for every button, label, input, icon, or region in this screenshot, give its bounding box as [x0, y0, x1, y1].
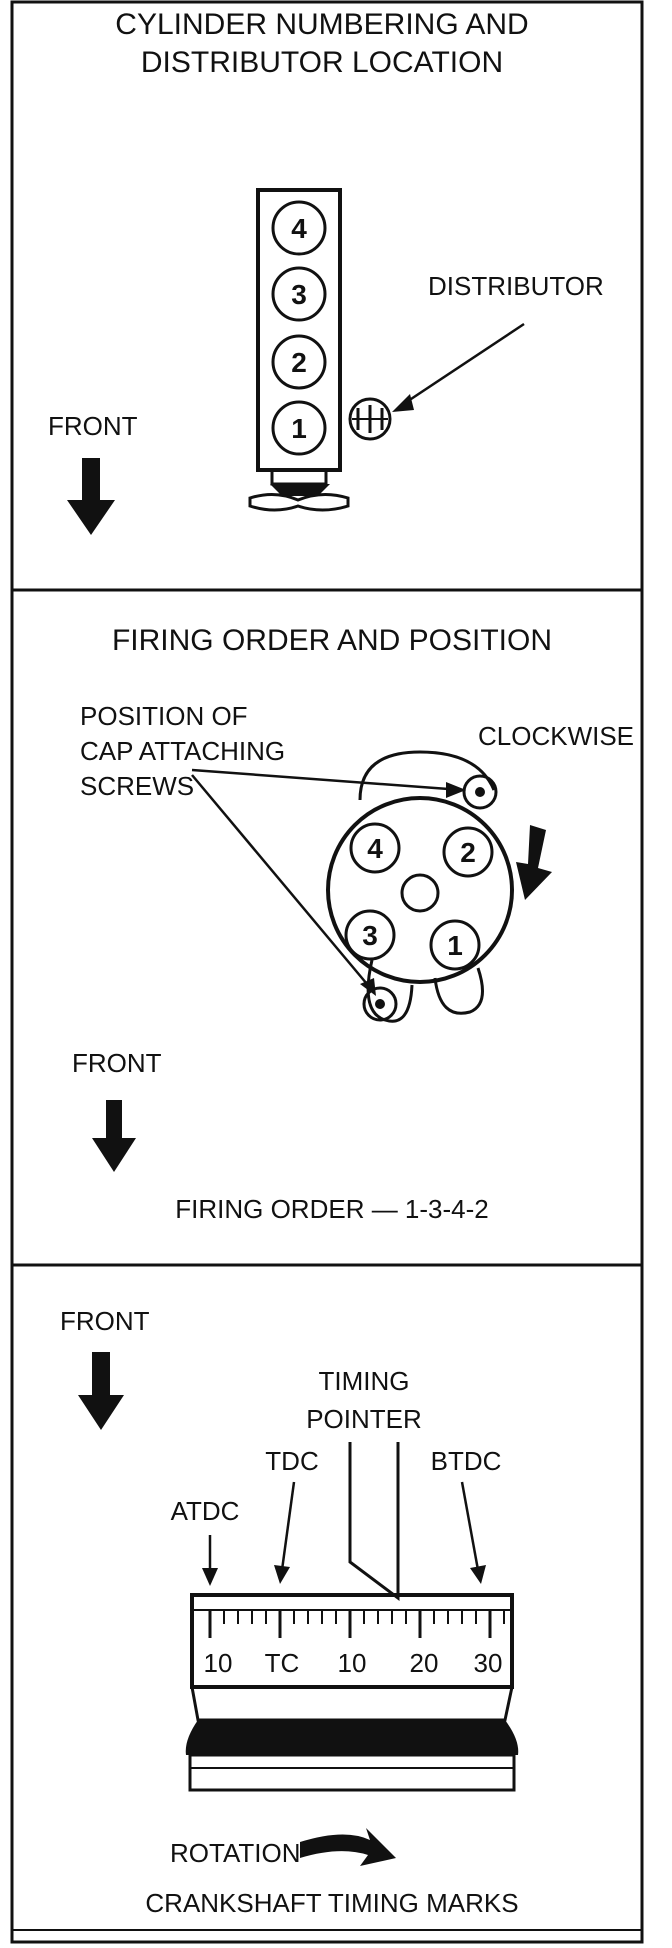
cylinder-3-label: 3 [291, 279, 307, 310]
atdc-label: ATDC [171, 1496, 240, 1526]
timing-pointer-label-line2: POINTER [306, 1404, 422, 1434]
scale-label-10-atdc: 10 [204, 1648, 233, 1678]
tdc-arrow-icon [274, 1481, 296, 1584]
cylinder-2: 2 [271, 334, 327, 390]
cylinder-3: 3 [271, 266, 327, 322]
panel3-front-label: FRONT [60, 1306, 150, 1336]
timing-pointer-label-line1: TIMING [319, 1366, 410, 1396]
panel1-title-line2: DISTRIBUTOR LOCATION [141, 46, 503, 79]
distributor-label: DISTRIBUTOR [428, 271, 604, 301]
panel2-title: FIRING ORDER AND POSITION [112, 624, 552, 657]
cylinder-4: 4 [271, 200, 327, 256]
panel1-title-line1: CYLINDER NUMBERING AND [115, 8, 528, 41]
panel-crankshaft-timing: FRONT TIMING POINTER TDC ATDC BTDC [60, 1306, 519, 1918]
diagram-frame [10, 0, 644, 1944]
cylinder-1-label: 1 [291, 413, 307, 444]
scale-label-20: 20 [410, 1648, 439, 1678]
cylinder-1: 1 [271, 400, 327, 456]
terminal-2-label: 2 [460, 837, 476, 868]
firing-order-label: FIRING ORDER — 1-3-4-2 [175, 1194, 489, 1224]
screws-label-line1: POSITION OF [80, 701, 248, 731]
distributor-cap-icon [326, 750, 514, 1023]
terminal-3: 3 [344, 909, 396, 961]
crankshaft-caption: CRANKSHAFT TIMING MARKS [145, 1888, 518, 1918]
front-arrow-icon [92, 1100, 136, 1172]
clockwise-arrow-icon [516, 825, 552, 900]
screws-label-line3: SCREWS [80, 771, 194, 801]
cylinder-2-label: 2 [291, 347, 307, 378]
front-arrow-icon [78, 1352, 124, 1430]
screw-leader-lines [191, 768, 466, 996]
atdc-arrow-icon [202, 1535, 218, 1586]
timing-pointer-icon [348, 1442, 400, 1601]
distributor-icon [348, 397, 392, 441]
crank-pulley-icon [248, 468, 350, 512]
terminal-2: 2 [442, 826, 494, 878]
terminal-4: 4 [349, 822, 401, 874]
terminal-4-label: 4 [367, 833, 383, 864]
cylinder-4-label: 4 [291, 213, 307, 244]
terminal-1: 1 [429, 919, 481, 971]
timing-scale-ticks [208, 1610, 505, 1638]
terminal-1-label: 1 [447, 930, 463, 961]
tdc-label: TDC [265, 1446, 318, 1476]
panel-cylinder-numbering: CYLINDER NUMBERING AND DISTRIBUTOR LOCAT… [48, 8, 604, 535]
panel-firing-order: FIRING ORDER AND POSITION POSITION OF CA… [72, 624, 634, 1224]
btdc-label: BTDC [431, 1446, 502, 1476]
scale-label-30: 30 [474, 1648, 503, 1678]
panel2-front-label: FRONT [72, 1048, 162, 1078]
scale-label-10: 10 [338, 1648, 367, 1678]
panel1-front-label: FRONT [48, 411, 138, 441]
scale-label-tc: TC [265, 1648, 300, 1678]
distributor-leader-arrow [392, 322, 525, 412]
btdc-arrow-icon [460, 1481, 486, 1584]
clockwise-label: CLOCKWISE [478, 721, 634, 751]
front-arrow-icon [67, 458, 115, 535]
harmonic-balancer-icon [185, 1593, 519, 1792]
screws-label-line2: CAP ATTACHING [80, 736, 285, 766]
rotation-arrow-icon [300, 1828, 396, 1866]
rotation-label: ROTATION [170, 1838, 300, 1868]
terminal-3-label: 3 [362, 920, 378, 951]
